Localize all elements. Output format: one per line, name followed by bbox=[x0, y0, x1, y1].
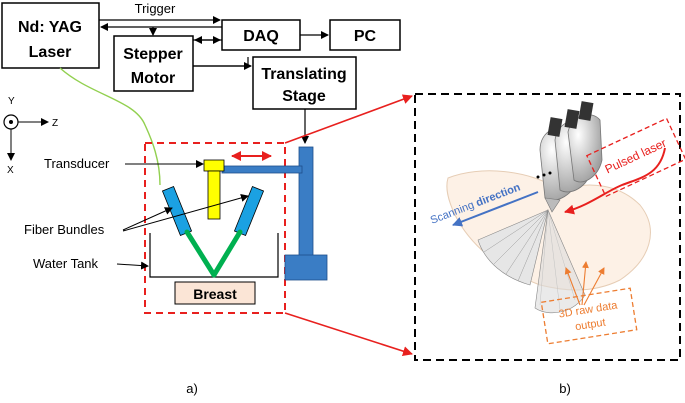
probe-cable-3 bbox=[578, 101, 594, 121]
stepper-motor-box: Stepper Motor bbox=[113, 35, 194, 92]
laser-label-line2: Laser bbox=[29, 44, 72, 61]
raw-data-arrows bbox=[564, 261, 605, 306]
fiber-leader-left bbox=[122, 207, 173, 231]
axis-z-label: Z bbox=[52, 118, 58, 129]
stepper-to-stage-line bbox=[193, 57, 249, 67]
raw-data-label-line2: output bbox=[574, 317, 606, 334]
axes-indicator: Y Z X bbox=[3, 96, 58, 176]
probe-tip bbox=[544, 197, 561, 213]
raw-data-box bbox=[540, 287, 638, 345]
water-tank-label: Water Tank bbox=[33, 256, 99, 271]
optical-fiber-line bbox=[59, 67, 161, 186]
fiber-bundle-left bbox=[161, 185, 193, 237]
transducer-label: Transducer bbox=[44, 156, 110, 171]
pc-box: PC bbox=[329, 19, 401, 51]
zoom-line-bottom bbox=[284, 312, 413, 356]
stepper-label-line2: Motor bbox=[131, 70, 175, 87]
transducer bbox=[203, 159, 225, 220]
pc-label: PC bbox=[354, 28, 377, 45]
stepper-label-line1: Stepper bbox=[123, 46, 183, 63]
ellipsis-dots bbox=[536, 171, 552, 179]
light-beams bbox=[184, 229, 243, 278]
fiber-bundles-label: Fiber Bundles bbox=[24, 222, 105, 237]
caption-a: a) bbox=[186, 381, 198, 396]
probe-cable-1 bbox=[547, 117, 563, 137]
scan-fan-left bbox=[477, 209, 549, 286]
panel-b-illustration bbox=[446, 101, 651, 314]
translating-stage-box: Translating Stage bbox=[252, 56, 357, 110]
block-connections bbox=[99, 16, 329, 144]
breast-label: Breast bbox=[193, 286, 237, 302]
fiber-bundle-right bbox=[233, 185, 265, 237]
scanning-direction-arrow bbox=[452, 191, 539, 227]
axis-x-label: X bbox=[7, 165, 14, 176]
daq-label: DAQ bbox=[243, 28, 279, 45]
caption-b: b) bbox=[559, 381, 571, 396]
laser-label-line1: Nd: YAG bbox=[18, 19, 82, 36]
laser-box: Nd: YAG Laser bbox=[1, 2, 100, 69]
setup-red-dashed-box bbox=[144, 142, 286, 314]
zoom-line-top bbox=[284, 94, 413, 144]
stage-label-line2: Stage bbox=[282, 88, 326, 105]
daq-box: DAQ bbox=[221, 19, 301, 51]
pulsed-laser-box bbox=[585, 117, 685, 198]
fiber-leader-right bbox=[122, 194, 249, 232]
breast-rect bbox=[174, 281, 256, 305]
axis-y-label: Y bbox=[8, 96, 15, 107]
stage-label-line1: Translating bbox=[261, 66, 346, 83]
stage-arm bbox=[221, 146, 328, 281]
probe-cable-2 bbox=[564, 109, 580, 129]
water-tank-leader bbox=[116, 261, 149, 270]
trigger-label: Trigger bbox=[135, 1, 176, 16]
pulsed-laser-arrow bbox=[564, 147, 666, 215]
